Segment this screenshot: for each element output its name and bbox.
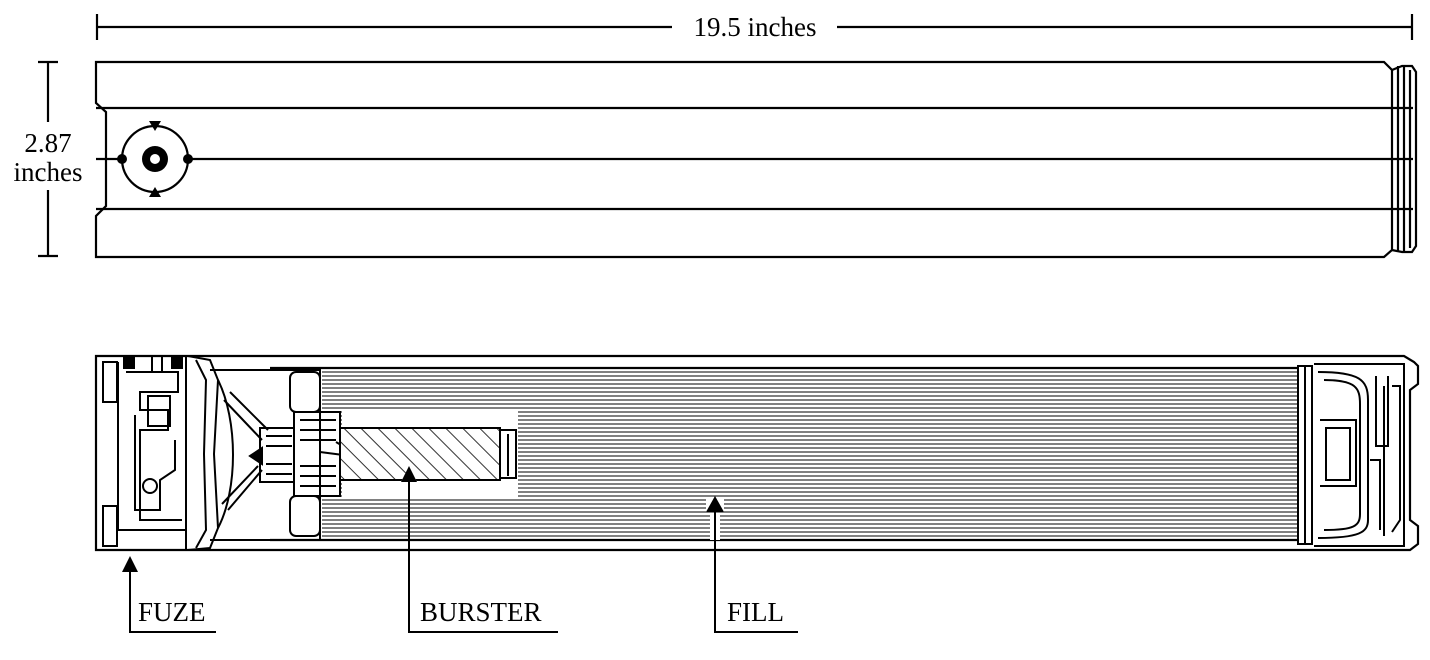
- fuze-mechanism: [102, 355, 268, 551]
- fill-callout: [706, 496, 798, 633]
- fill-hatching: [322, 371, 1298, 537]
- fuze-label: FUZE: [138, 597, 206, 627]
- diameter-unit: inches: [14, 157, 83, 187]
- fill-label: FILL: [727, 597, 784, 627]
- burster-charge: [339, 427, 517, 481]
- burster-callout: [401, 466, 558, 633]
- cross-section-view: [94, 354, 1420, 552]
- base-assembly: [1297, 363, 1405, 547]
- burster-label: BURSTER: [420, 597, 542, 627]
- diameter-value: 2.87: [24, 128, 71, 158]
- length-label: 19.5 inches: [694, 12, 817, 42]
- fuze-callout: [122, 556, 216, 633]
- booster-assembly: [221, 369, 383, 541]
- external-view: [94, 60, 1418, 259]
- fuze-face-icon: [117, 121, 193, 197]
- diameter-dimension: [38, 60, 58, 258]
- length-dimension: [95, 14, 1414, 40]
